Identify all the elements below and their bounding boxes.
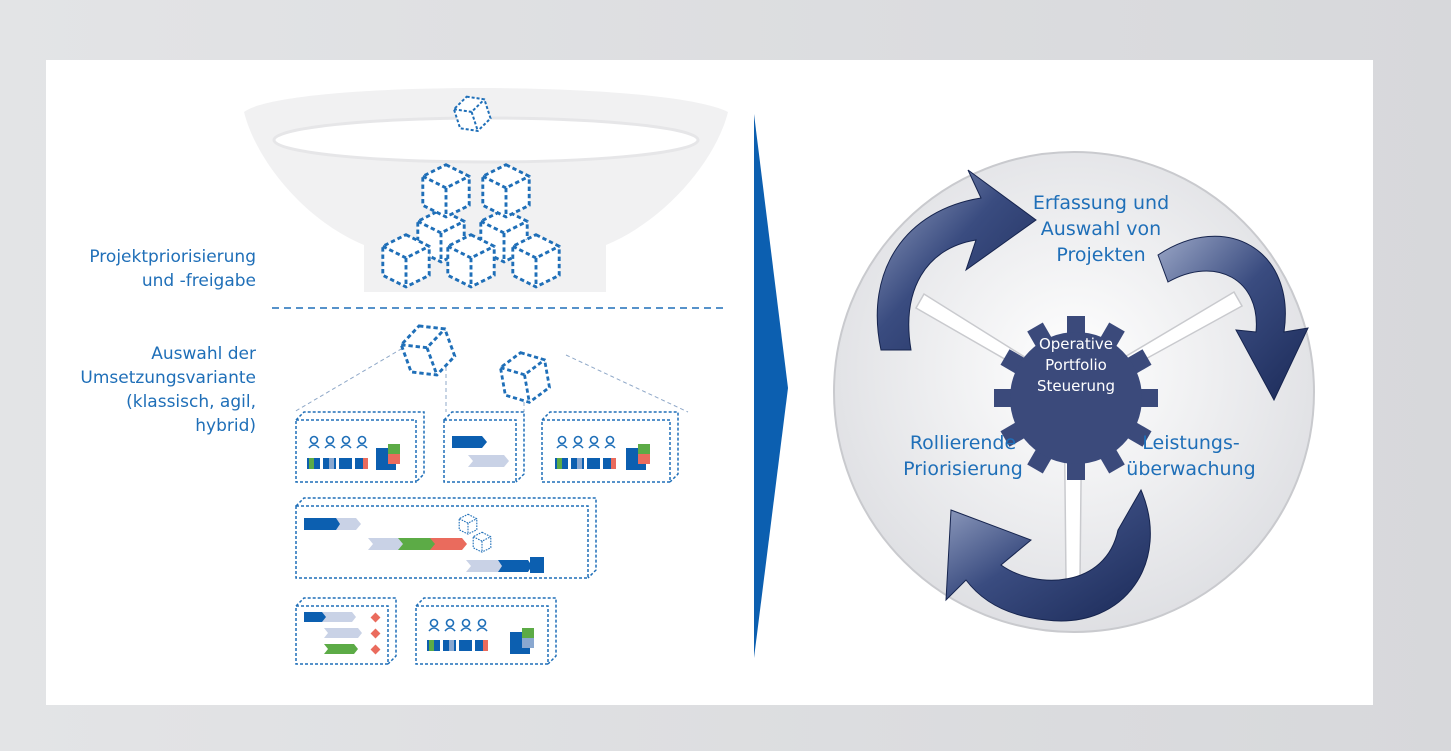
agile-box-2 bbox=[541, 411, 679, 483]
agile-box-bottom bbox=[415, 597, 557, 665]
label-variant-line-2: Umsetzungsvariante bbox=[80, 368, 256, 388]
label-variant-line-3: (klassisch, agil, bbox=[126, 392, 256, 412]
label-cycle-top-line-3: Projekten bbox=[1056, 244, 1146, 266]
hybrid-box bbox=[295, 497, 597, 579]
cycle-arrow-top-left bbox=[876, 169, 1037, 351]
classic-box-small bbox=[443, 411, 525, 483]
agile-box-1 bbox=[295, 411, 425, 483]
label-cycle-top: Erfassung und Auswahl von Projekten bbox=[1006, 190, 1196, 268]
label-cycle-top-line-2: Auswahl von bbox=[1040, 218, 1162, 240]
label-gear-line-3: Steuerung bbox=[1036, 377, 1116, 395]
label-prioritization-line-2: und -freigabe bbox=[141, 271, 256, 291]
label-variant-line-1: Auswahl der bbox=[151, 344, 256, 364]
label-variant-line-4: hybrid) bbox=[195, 416, 256, 436]
funnel-graphic bbox=[244, 88, 728, 292]
label-prioritization: Projektpriorisierung und -freigabe bbox=[46, 245, 256, 293]
label-prioritization-line-1: Projektpriorisierung bbox=[89, 247, 256, 267]
label-gear-line-1: Operative bbox=[1038, 335, 1114, 353]
cycle-graphic bbox=[833, 151, 1315, 633]
label-cycle-right-line-1: Leistungs- bbox=[1142, 432, 1240, 454]
gear-icon bbox=[994, 316, 1158, 480]
variant-cubes bbox=[293, 316, 689, 413]
diagram-canvas bbox=[244, 88, 1315, 665]
label-cycle-right-line-2: überwachung bbox=[1126, 458, 1256, 480]
cycle-arrow-right bbox=[1157, 235, 1309, 402]
label-cycle-left-line-1: Rollierende bbox=[909, 432, 1017, 454]
label-cycle-top-line-1: Erfassung und bbox=[1032, 192, 1170, 214]
label-gear-center: Operative Portfolio Steuerung bbox=[1012, 334, 1140, 397]
divider-arrow bbox=[754, 114, 788, 658]
classic-box-bottom bbox=[295, 597, 397, 665]
diagram-panel: Projektpriorisierung und -freigabe Auswa… bbox=[46, 60, 1373, 705]
cycle-arrow-bottom bbox=[945, 488, 1151, 622]
label-variant: Auswahl der Umsetzungsvariante (klassisc… bbox=[46, 342, 256, 438]
label-cycle-left-line-2: Priorisierung bbox=[903, 458, 1023, 480]
label-cycle-right: Leistungs- überwachung bbox=[1116, 430, 1266, 482]
label-cycle-left: Rollierende Priorisierung bbox=[888, 430, 1038, 482]
label-gear-line-2: Portfolio bbox=[1045, 356, 1107, 374]
